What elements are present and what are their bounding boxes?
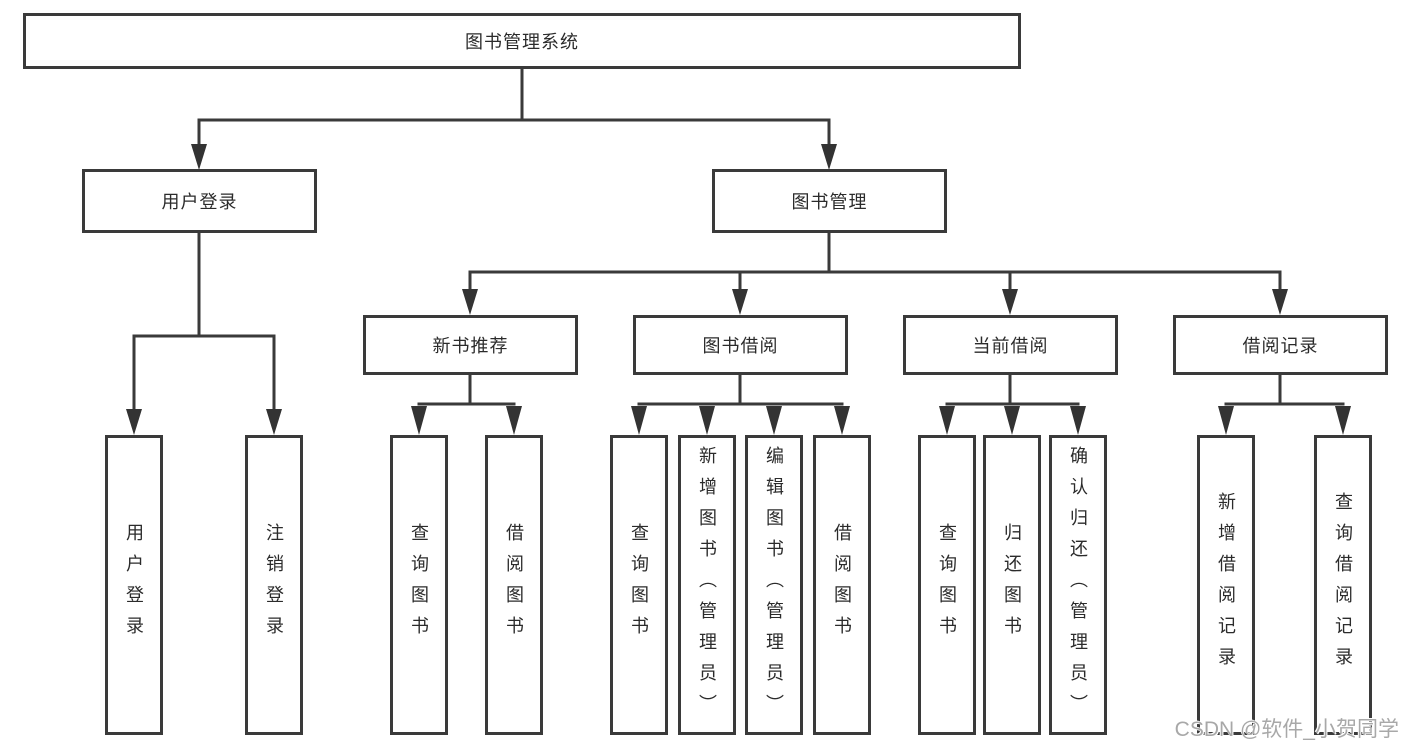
leaf-edit-book-admin: 编辑图书（管理员） bbox=[745, 435, 803, 735]
node-book-borrowing-label: 图书借阅 bbox=[702, 336, 779, 356]
watermark: CSDN @软件_小贺同学 bbox=[1174, 718, 1399, 741]
leaf-logout-label: 注销登录 bbox=[264, 523, 284, 647]
leaf-query-books-current: 查询图书 bbox=[918, 435, 976, 735]
node-current-borrowing-label: 当前借阅 bbox=[972, 336, 1049, 356]
leaf-user-login-label: 用户登录 bbox=[124, 523, 144, 647]
leaf-add-borrow-record-label: 新增借阅记录 bbox=[1216, 492, 1236, 678]
node-borrowing-records-label: 借阅记录 bbox=[1242, 336, 1319, 356]
leaf-return-books-label: 归还图书 bbox=[1002, 523, 1022, 647]
leaf-query-books-current-label: 查询图书 bbox=[937, 523, 957, 647]
leaf-borrow-books-recommend-label: 借阅图书 bbox=[504, 523, 524, 647]
leaf-add-book-admin-label: 新增图书（管理员） bbox=[697, 445, 717, 725]
leaf-confirm-return-admin-label: 确认归还（管理员） bbox=[1068, 445, 1088, 725]
leaf-edit-book-admin-label: 编辑图书（管理员） bbox=[764, 445, 784, 725]
node-root-label: 图书管理系统 bbox=[465, 32, 579, 52]
node-root: 图书管理系统 bbox=[23, 13, 1021, 69]
leaf-user-login: 用户登录 bbox=[105, 435, 163, 735]
leaf-borrow-books-recommend: 借阅图书 bbox=[485, 435, 543, 735]
leaf-query-books-borrowing-label: 查询图书 bbox=[629, 523, 649, 647]
node-borrowing-records: 借阅记录 bbox=[1173, 315, 1388, 375]
node-new-book-recommendation-label: 新书推荐 bbox=[432, 336, 509, 356]
node-book-borrowing: 图书借阅 bbox=[633, 315, 848, 375]
leaf-query-borrow-record-label: 查询借阅记录 bbox=[1333, 492, 1353, 678]
leaf-query-books-recommend: 查询图书 bbox=[390, 435, 448, 735]
node-book-management: 图书管理 bbox=[712, 169, 947, 233]
leaf-confirm-return-admin: 确认归还（管理员） bbox=[1049, 435, 1107, 735]
leaf-query-books-borrowing: 查询图书 bbox=[610, 435, 668, 735]
node-user-login-label: 用户登录 bbox=[161, 192, 238, 212]
leaf-query-borrow-record: 查询借阅记录 bbox=[1314, 435, 1372, 735]
node-current-borrowing: 当前借阅 bbox=[903, 315, 1118, 375]
arrowheads bbox=[126, 144, 1351, 435]
leaf-logout: 注销登录 bbox=[245, 435, 303, 735]
node-user-login: 用户登录 bbox=[82, 169, 317, 233]
leaf-borrow-books-borrowing-label: 借阅图书 bbox=[832, 523, 852, 647]
leaf-query-books-recommend-label: 查询图书 bbox=[409, 523, 429, 647]
leaf-borrow-books-borrowing: 借阅图书 bbox=[813, 435, 871, 735]
leaf-add-borrow-record: 新增借阅记录 bbox=[1197, 435, 1255, 735]
leaf-add-book-admin: 新增图书（管理员） bbox=[678, 435, 736, 735]
leaf-return-books: 归还图书 bbox=[983, 435, 1041, 735]
node-book-management-label: 图书管理 bbox=[791, 192, 868, 212]
node-new-book-recommendation: 新书推荐 bbox=[363, 315, 578, 375]
